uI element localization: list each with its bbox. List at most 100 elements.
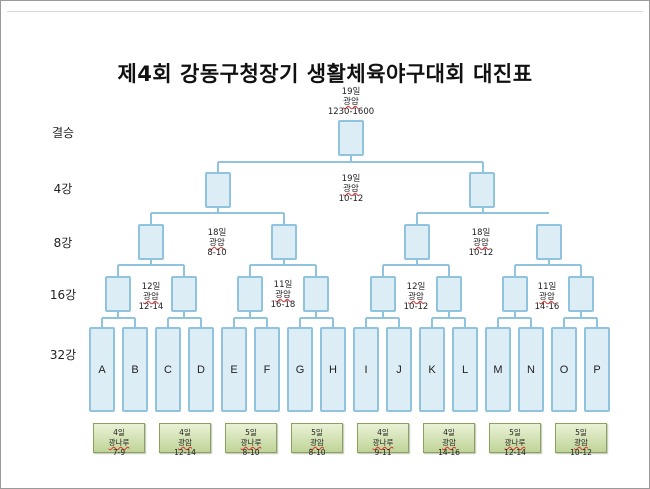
note-venue: 광암 xyxy=(408,292,424,302)
note-time: 8-10 xyxy=(207,248,227,258)
schedule-venue: 광암 xyxy=(442,438,456,447)
note-time: 16-18 xyxy=(270,300,296,310)
connector-semi-right xyxy=(416,208,549,224)
schedule-venue: 광암 xyxy=(178,438,192,447)
note-venue: 광암 xyxy=(343,97,359,107)
team-box: P xyxy=(584,327,610,412)
r16-match-box-7 xyxy=(502,276,528,312)
connector-qf-2 xyxy=(249,260,317,276)
quarter-note-left: 18일 광암 8-10 xyxy=(182,228,252,258)
r16-note-2: 11일 광암 16-18 xyxy=(248,280,318,310)
note-time: 12-14 xyxy=(138,302,164,312)
team-box: B xyxy=(122,327,148,412)
connector-qf-3 xyxy=(382,260,450,276)
schedule-date: 4일 xyxy=(113,428,125,437)
note-time: 10-12 xyxy=(403,302,429,312)
schedule-venue: 광나루 xyxy=(240,438,262,447)
final-match-box xyxy=(338,120,364,156)
connector-r16-2 xyxy=(167,312,202,327)
note-venue: 광암 xyxy=(275,290,291,300)
note-date: 12일 xyxy=(406,282,426,292)
schedule-date: 5일 xyxy=(245,428,257,437)
r16-match-box-5 xyxy=(370,276,396,312)
note-date: 19일 xyxy=(341,87,361,97)
team-box: A xyxy=(89,327,115,412)
bracket-title: 제4회 강동구청장기 생활체육야구대회 대진표 xyxy=(117,62,533,86)
connector-r16-8 xyxy=(563,312,598,327)
connector-qf-4 xyxy=(514,260,582,276)
schedule-box: 4일 광암 12-14 xyxy=(159,423,211,457)
quarter-match-box-4 xyxy=(536,224,562,260)
team-box: N xyxy=(518,327,544,412)
r16-match-box-3 xyxy=(237,276,263,312)
note-time: 10-12 xyxy=(468,248,494,258)
schedule-box: 5일 광암 8-10 xyxy=(291,423,343,457)
schedule-date: 5일 xyxy=(509,428,521,437)
r16-note-3: 12일 광암 10-12 xyxy=(381,282,451,312)
quarter-note-right: 18일 광암 10-12 xyxy=(446,228,516,258)
connector-r16-7 xyxy=(497,312,532,327)
team-box: D xyxy=(188,327,214,412)
schedule-venue: 광나루 xyxy=(108,438,130,447)
note-time: 10-12 xyxy=(338,194,364,204)
semi-note: 19일 광암 10-12 xyxy=(316,174,386,204)
schedule-date: 5일 xyxy=(575,428,587,437)
schedule-box: 5일 광나루 12-14 xyxy=(489,423,541,457)
team-box: K xyxy=(419,327,445,412)
schedule-date: 4일 xyxy=(377,428,389,437)
r16-match-box-1 xyxy=(105,276,131,312)
schedule-date: 4일 xyxy=(179,428,191,437)
round-label-quarter: 8강 xyxy=(53,236,73,250)
team-box: L xyxy=(452,327,478,412)
header-rule xyxy=(7,11,643,12)
connector-r16-1 xyxy=(101,312,136,327)
schedule-time: 12-14 xyxy=(174,448,196,457)
team-box: E xyxy=(221,327,247,412)
connector-final xyxy=(217,156,484,172)
quarter-match-box-2 xyxy=(271,224,297,260)
round-label-32: 32강 xyxy=(49,348,77,362)
team-box: F xyxy=(254,327,280,412)
schedule-box: 4일 광암 14-16 xyxy=(423,423,475,457)
team-box: M xyxy=(485,327,511,412)
team-box: C xyxy=(155,327,181,412)
schedule-venue: 광나루 xyxy=(504,438,526,447)
round-label-final: 결승 xyxy=(51,126,75,140)
team-box: G xyxy=(287,327,313,412)
schedule-venue: 광암 xyxy=(574,438,588,447)
round-label-semi: 4강 xyxy=(53,182,73,196)
schedule-date: 4일 xyxy=(443,428,455,437)
schedule-box: 5일 광암 10-12 xyxy=(555,423,607,457)
round-label-16: 16강 xyxy=(49,288,77,302)
schedule-time: 8-10 xyxy=(242,448,260,457)
r16-match-box-2 xyxy=(171,276,197,312)
note-date: 18일 xyxy=(207,228,227,238)
connector-semi-left xyxy=(150,208,285,224)
semi-match-box-left xyxy=(205,172,231,208)
connector-r16-4 xyxy=(299,312,334,327)
note-time: 14-16 xyxy=(534,302,560,312)
r16-match-box-8 xyxy=(568,276,594,312)
note-date: 18일 xyxy=(471,228,491,238)
r16-note-1: 12일 광암 12-14 xyxy=(116,282,186,312)
note-venue: 광암 xyxy=(539,292,555,302)
r16-match-box-6 xyxy=(436,276,462,312)
schedule-venue: 광암 xyxy=(310,438,324,447)
schedule-venue: 광나루 xyxy=(372,438,394,447)
schedule-box: 4일 광나루 9-11 xyxy=(357,423,409,457)
semi-match-box-right xyxy=(469,172,495,208)
quarter-match-box-1 xyxy=(138,224,164,260)
schedule-box: 4일 광나루 7-9 xyxy=(93,423,145,457)
note-date: 11일 xyxy=(273,280,293,290)
connector-r16-6 xyxy=(431,312,466,327)
note-date: 12일 xyxy=(141,282,161,292)
note-date: 19일 xyxy=(341,174,361,184)
r16-match-box-4 xyxy=(303,276,329,312)
connector-qf-1 xyxy=(117,260,185,276)
schedule-time: 8-10 xyxy=(308,448,326,457)
schedule-time: 12-14 xyxy=(504,448,526,457)
team-box: H xyxy=(320,327,346,412)
note-venue: 광암 xyxy=(473,238,489,248)
connector-r16-5 xyxy=(365,312,400,327)
